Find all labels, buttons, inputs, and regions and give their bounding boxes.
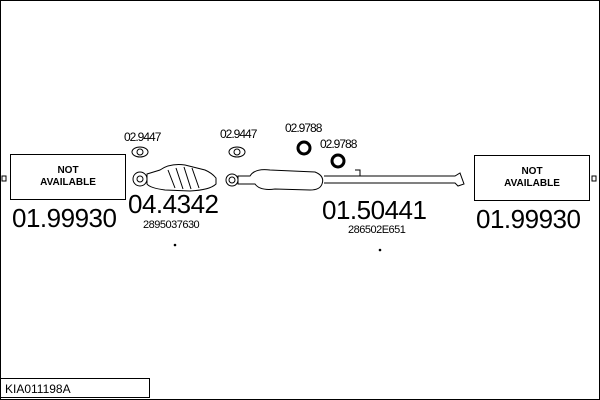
catalyst-code: 04.4342 — [128, 189, 219, 219]
right-connector — [591, 175, 597, 182]
gasket-4 — [330, 153, 346, 169]
gasket-4-code: 02.9788 — [320, 137, 357, 151]
left-connector — [1, 175, 7, 182]
right-box-text2: AVAILABLE — [504, 178, 560, 189]
left-box-text2: AVAILABLE — [40, 177, 96, 188]
muffler-code: 01.50441 — [322, 195, 427, 225]
left-box-text1: NOT — [57, 165, 79, 176]
gasket-1 — [131, 146, 149, 158]
left-part-code: 01.99930 — [12, 203, 117, 233]
gasket-2 — [228, 146, 246, 158]
gasket-3-code: 02.9788 — [285, 121, 322, 135]
gasket-1-code: 02.9447 — [124, 130, 161, 144]
catalyst-part — [132, 164, 217, 192]
muffler-part — [225, 169, 465, 191]
muffler-ref: 286502E651 — [348, 224, 406, 236]
catalyst-ref: 2895037630 — [143, 219, 200, 231]
gasket-3 — [296, 140, 312, 156]
gasket-2-code: 02.9447 — [220, 127, 257, 141]
diagram-title: KIA011198A — [0, 378, 150, 398]
right-box-text1: NOT — [521, 166, 543, 177]
right-part-code: 01.99930 — [476, 204, 581, 234]
